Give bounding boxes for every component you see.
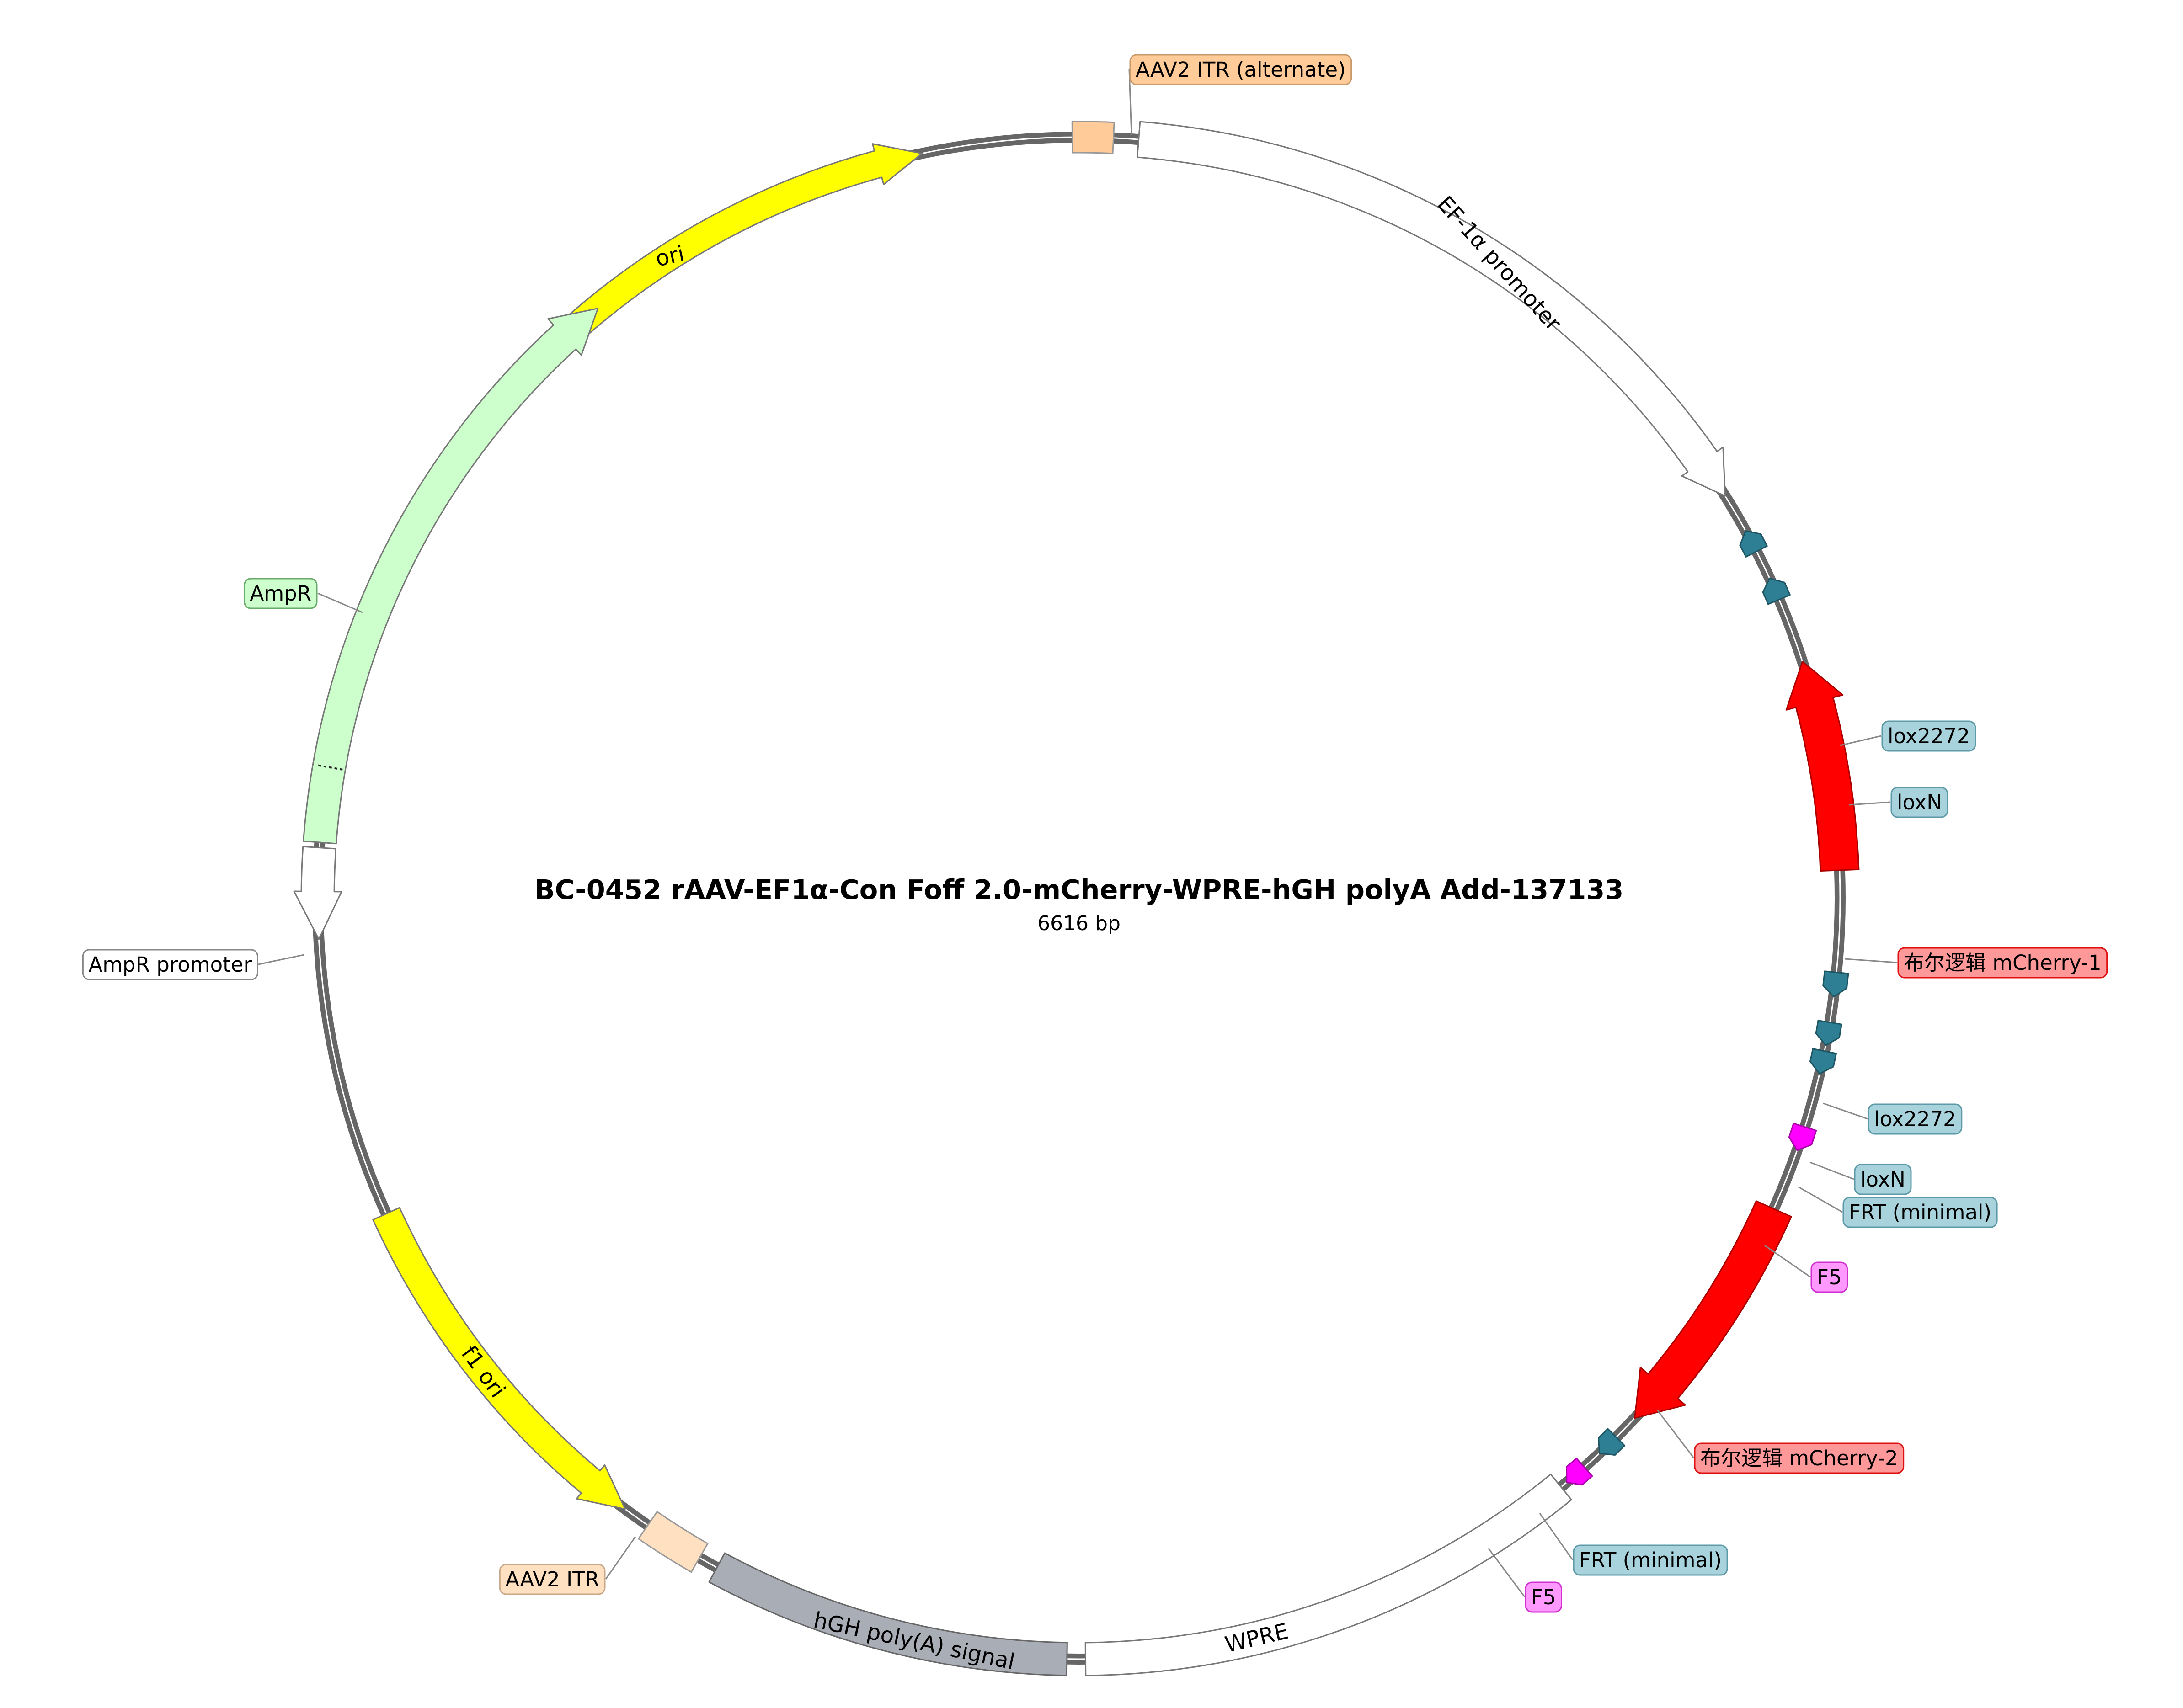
frt-2-feature[interactable] — [1598, 1428, 1626, 1456]
lox2272-1-feature[interactable] — [1739, 530, 1768, 558]
f5-2-badge-box — [1525, 1581, 1562, 1613]
ampr-leader-line — [317, 592, 363, 613]
ampr-promoter-badge-box — [82, 949, 258, 980]
frt-2-badge-box — [1573, 1544, 1728, 1576]
ampr-badge[interactable]: AmpR — [244, 578, 318, 609]
frt-1-badge-box — [1842, 1197, 1998, 1228]
mcherry-1-badge-box — [1897, 947, 2108, 979]
frt-1-feature[interactable] — [1809, 1048, 1837, 1075]
mcherry-2-feature[interactable] — [1634, 1200, 1792, 1419]
loxn-1-badge[interactable]: loxN — [1890, 787, 1948, 818]
lox2272-2-badge[interactable]: lox2272 — [1868, 1103, 1963, 1135]
mcherry-1-leader-line — [1844, 958, 1898, 963]
ampr-badge-label: AmpR — [250, 581, 311, 606]
loxn-2-leader-line — [1809, 1161, 1854, 1180]
f5-2-leader-line — [1488, 1548, 1526, 1597]
ef1a-promoter-label: EF-1α promoter — [1432, 191, 1566, 336]
ori-feature[interactable] — [391, 143, 923, 553]
lox2272-1-badge[interactable]: lox2272 — [1881, 720, 1976, 752]
f5-2-badge-label: F5 — [1531, 1585, 1556, 1609]
frt-2-badge[interactable]: FRT (minimal) — [1573, 1544, 1728, 1576]
hgh-polya-feature[interactable] — [708, 1552, 1068, 1676]
aav2-itr-badge-label: AAV2 ITR — [505, 1567, 599, 1591]
frt-1-leader-line — [1798, 1186, 1843, 1213]
mcherry-2-leader-line — [1656, 1410, 1695, 1458]
aav2-itr-badge[interactable]: AAV2 ITR — [499, 1564, 606, 1595]
aav2-itr-alt-badge-box — [1129, 54, 1352, 85]
lox2272-2-feature[interactable] — [1822, 970, 1849, 998]
loxn-1-leader-line — [1849, 801, 1891, 806]
callout-layer: AAV2 ITR (alternate) lox2272 loxN 布尔逻辑 mChe… — [82, 54, 2108, 1613]
wpre-feature[interactable] — [1084, 1474, 1572, 1676]
f5-1-badge[interactable]: F5 — [1810, 1261, 1848, 1293]
plasmid-title: BC-0452 rAAV-EF1α-Con Foff 2.0-mCherry-W… — [534, 874, 1624, 905]
mcherry-2-badge-box — [1694, 1442, 1905, 1474]
aav2-itr-leader-line — [605, 1536, 636, 1580]
ampr-promoter-leader-line — [258, 954, 304, 965]
f5-1-badge-label: F5 — [1817, 1265, 1842, 1289]
frt-1-badge[interactable]: FRT (minimal) — [1842, 1197, 1998, 1228]
frt-2-badge-label: FRT (minimal) — [1579, 1548, 1722, 1572]
lox2272-1-leader-line — [1840, 735, 1882, 746]
loxn-2-badge-label: loxN — [1860, 1167, 1905, 1192]
f5-1-leader-line — [1764, 1245, 1811, 1278]
mcherry-1-badge[interactable]: 布尔逻辑 mCherry-1 — [1897, 947, 2108, 979]
aav2-itr-alt-feature[interactable] — [1071, 121, 1115, 154]
loxn-2-badge[interactable]: loxN — [1854, 1164, 1912, 1195]
lox2272-1-badge-label: lox2272 — [1888, 724, 1970, 748]
ampr-promoter-badge[interactable]: AmpR promoter — [82, 949, 258, 980]
aav2-itr-alt-badge[interactable]: AAV2 ITR (alternate) — [1129, 54, 1352, 85]
mcherry-1-badge-label: 布尔逻辑 mCherry-1 — [1904, 951, 2102, 975]
lox2272-2-leader-line — [1823, 1102, 1868, 1120]
aav2-itr-badge-box — [499, 1564, 606, 1595]
lox2272-2-badge-label: lox2272 — [1874, 1107, 1956, 1131]
aav2-itr-feature[interactable] — [638, 1511, 709, 1573]
aav2-itr-alt-badge-label: AAV2 ITR (alternate) — [1136, 58, 1346, 82]
f1-ori-feature[interactable] — [372, 1207, 626, 1510]
frt-1-badge-label: FRT (minimal) — [1849, 1200, 1991, 1224]
lox2272-2-badge-box — [1868, 1103, 1963, 1135]
ampr-promoter-feature[interactable] — [293, 846, 342, 940]
f5-2-badge[interactable]: F5 — [1525, 1581, 1562, 1613]
loxn-2-badge-box — [1854, 1164, 1912, 1195]
mcherry-1-feature[interactable] — [1785, 661, 1860, 872]
frt-2-leader-line — [1539, 1513, 1574, 1560]
ampr-feature[interactable] — [303, 308, 599, 845]
mcherry-2-badge[interactable]: 布尔逻辑 mCherry-2 — [1694, 1442, 1905, 1474]
f5-2-feature[interactable] — [1566, 1458, 1593, 1486]
f5-1-feature[interactable] — [1788, 1123, 1817, 1151]
loxn-1-feature[interactable] — [1762, 577, 1791, 605]
ori-label: ori — [653, 241, 687, 272]
lox2272-1-badge-box — [1881, 720, 1976, 752]
mcherry-2-badge-label: 布尔逻辑 mCherry-2 — [1700, 1446, 1898, 1470]
plasmid-size: 6616 bp — [1037, 912, 1121, 935]
f5-1-badge-box — [1810, 1261, 1848, 1293]
ef1a-promoter-feature[interactable] — [1137, 121, 1726, 497]
ampr-dotted-divider — [315, 764, 343, 771]
ampr-promoter-badge-label: AmpR promoter — [88, 952, 252, 977]
loxn-2-feature[interactable] — [1815, 1020, 1842, 1046]
ampr-badge-box — [244, 578, 318, 609]
loxn-1-badge-label: loxN — [1897, 790, 1942, 814]
loxn-1-badge-box — [1890, 787, 1948, 818]
aav2-itr-alt-leader-line — [1128, 69, 1132, 136]
